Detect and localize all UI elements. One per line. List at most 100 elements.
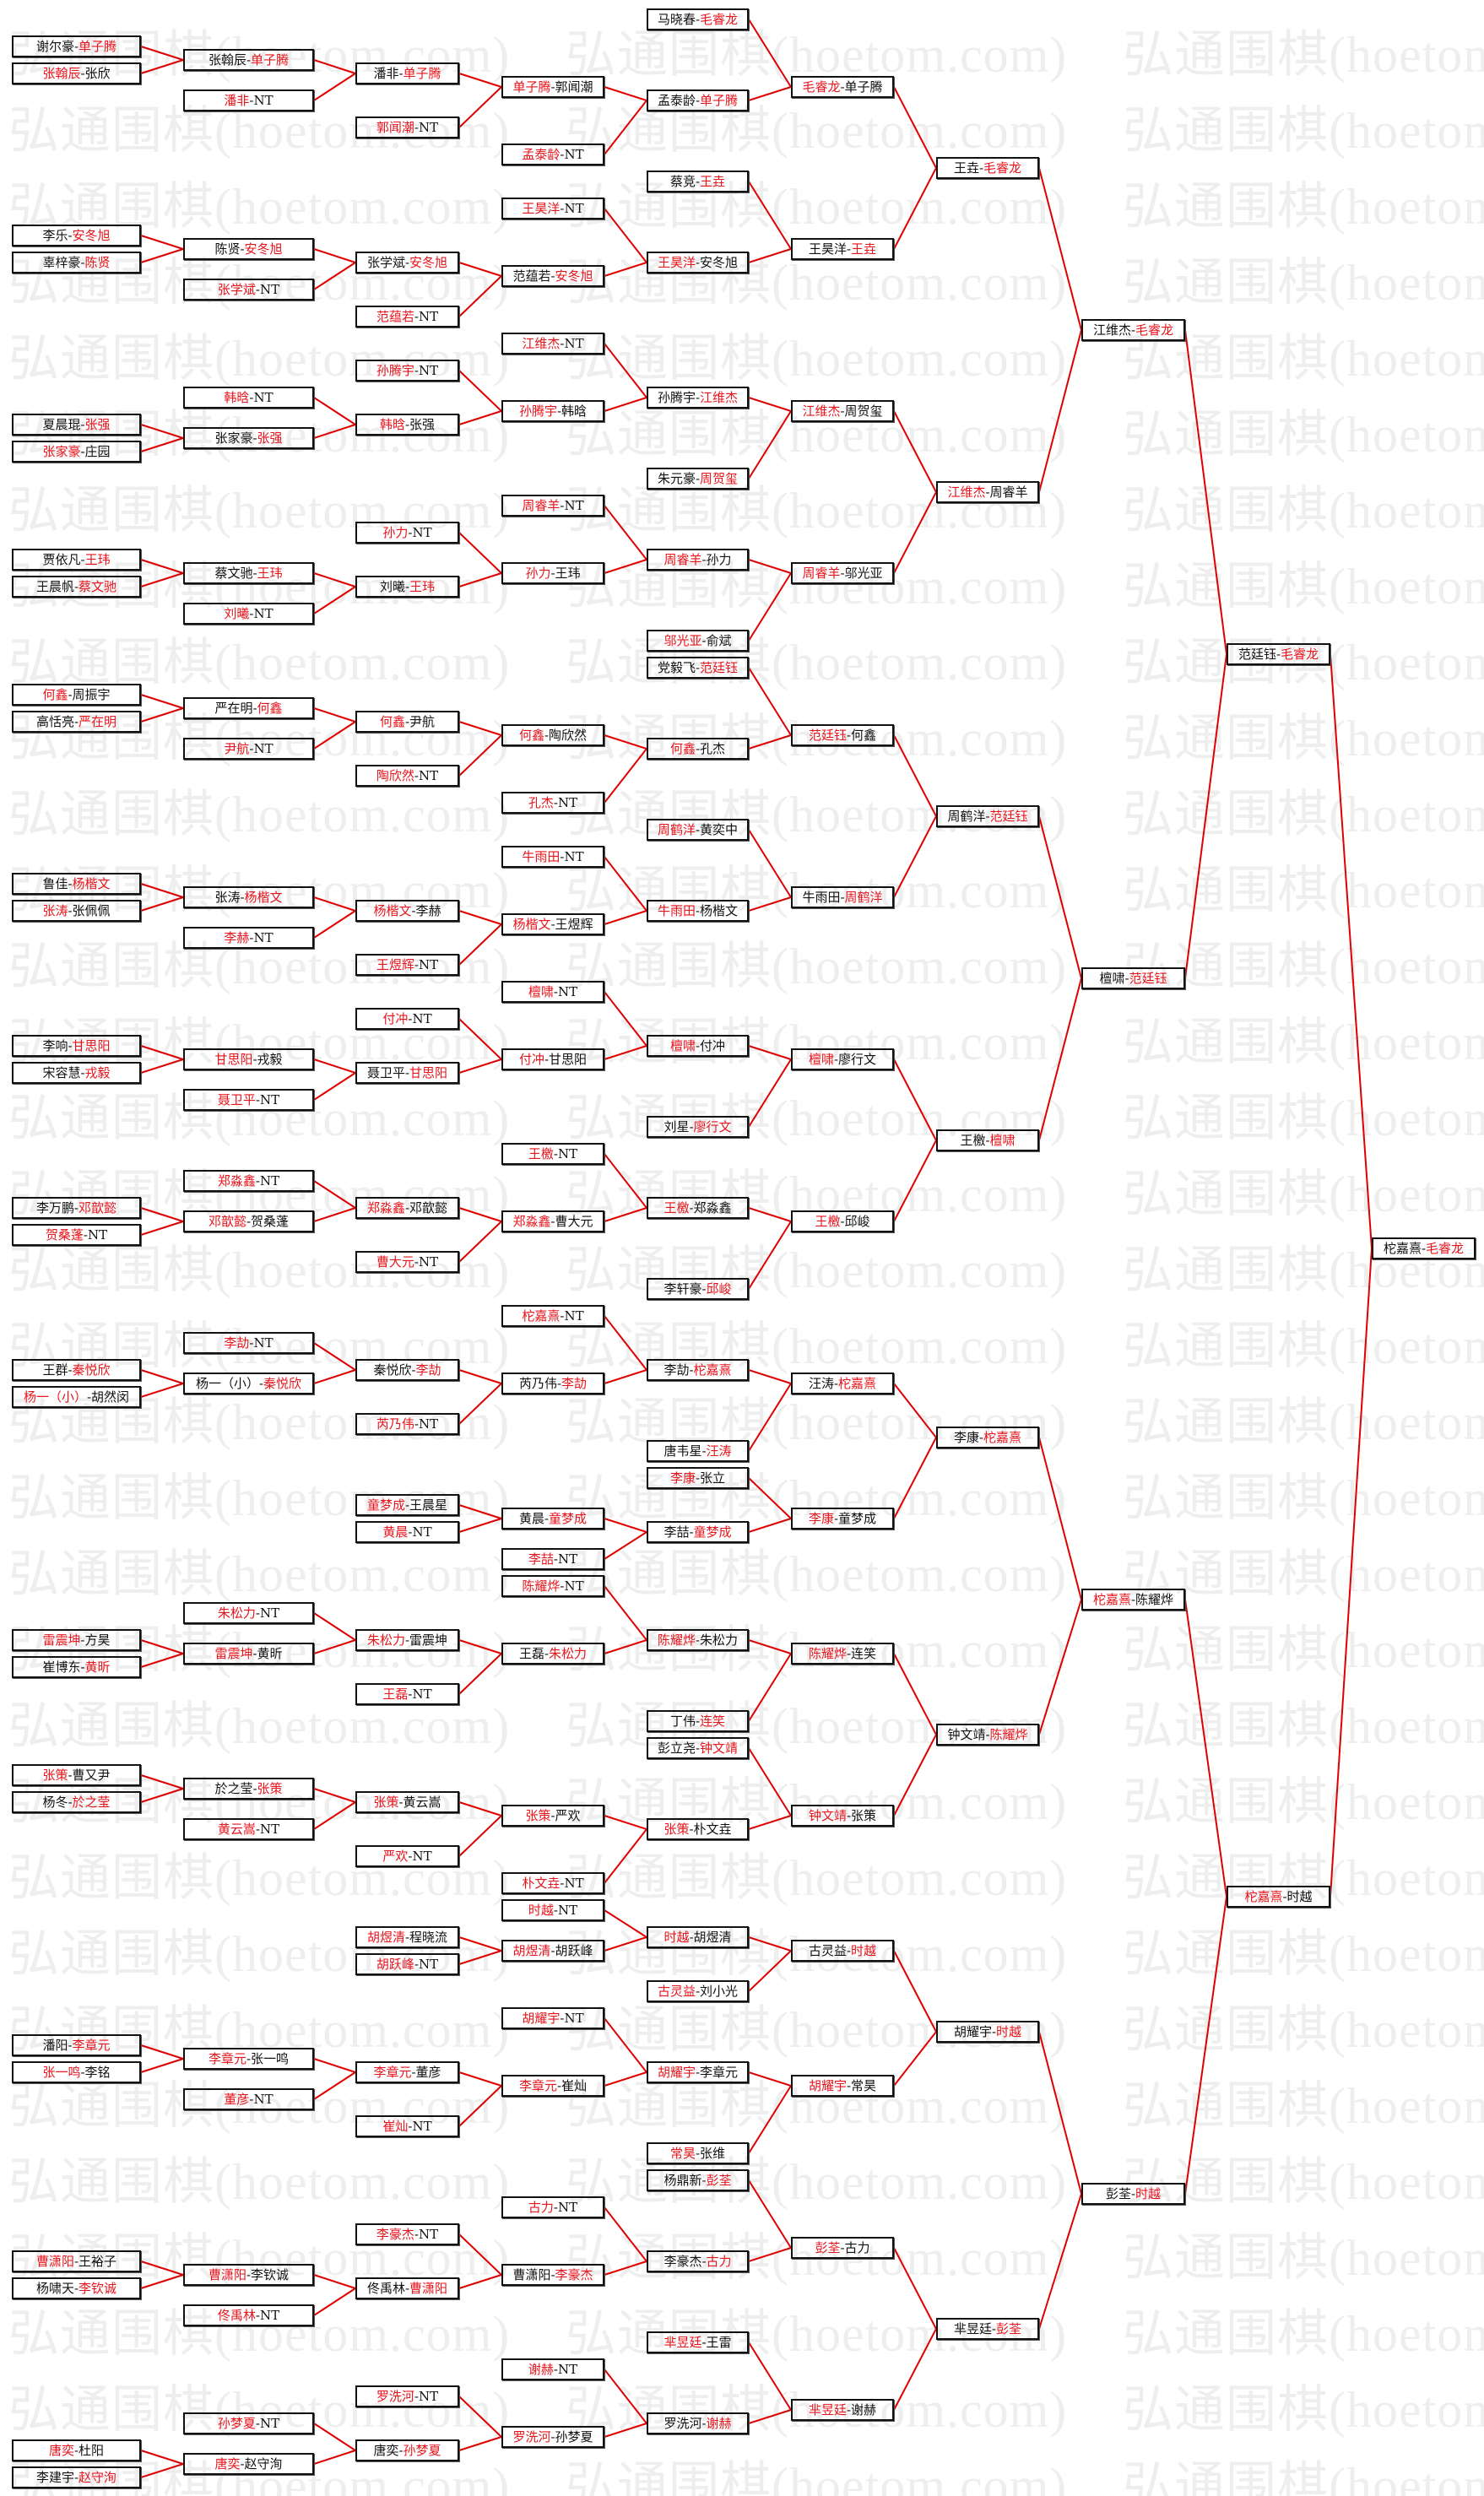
player-2-name: 陈耀烨 xyxy=(989,1727,1028,1742)
match-box: 曹潇阳-李钦诚 xyxy=(183,2264,314,2286)
match-box: 潘非-NT xyxy=(183,89,314,111)
match-box: 古灵益-时越 xyxy=(791,1940,894,1962)
player-2-name: 柁嘉熹 xyxy=(838,1376,877,1391)
player-1-name: 朴文垚 xyxy=(522,1876,561,1891)
player-2-name: 崔灿 xyxy=(561,2078,588,2093)
match-box: 张翰辰-单子腾 xyxy=(183,49,314,71)
player-1-name: 刘曦 xyxy=(379,579,405,594)
player-2-name: 单子腾 xyxy=(251,52,290,68)
match-box: 李劼-NT xyxy=(183,1332,314,1354)
match-box: 唐奕-孙梦夏 xyxy=(355,2439,459,2461)
player-1-name: 王群 xyxy=(42,1362,68,1378)
match-box: 孟泰龄-单子腾 xyxy=(647,89,749,111)
player-2-name: 张立 xyxy=(700,1470,726,1486)
match-box: 李喆-童梦成 xyxy=(647,1521,749,1543)
player-1-name: 潘非 xyxy=(373,66,399,81)
player-1-name: 胡耀宇 xyxy=(657,2065,696,2080)
name-separator: - xyxy=(991,2321,997,2336)
name-separator: - xyxy=(550,2429,555,2445)
player-1-name: 郑淼鑫 xyxy=(217,1173,256,1188)
match-box: 甘思阳-戎毅 xyxy=(183,1048,314,1070)
player-1-name: 杨一（小） xyxy=(23,1389,87,1405)
match-box: 杨一（小）-胡然闵 xyxy=(12,1386,141,1408)
match-box: 杨楷文-李赫 xyxy=(355,900,459,922)
match-box: 李乐-安冬旭 xyxy=(12,225,141,246)
name-separator: - xyxy=(833,1052,839,1067)
match-box: 何鑫-尹航 xyxy=(355,711,459,733)
player-2-name: NT xyxy=(557,1551,578,1567)
match-box: 孙力-王玮 xyxy=(501,562,604,584)
name-separator: - xyxy=(701,2173,707,2188)
player-2-name: 时越 xyxy=(1286,1889,1313,1904)
player-1-name: 柁嘉熹 xyxy=(522,1308,561,1324)
player-2-name: 李章元 xyxy=(700,2065,739,2080)
player-2-name: 李铭 xyxy=(84,2065,111,2080)
player-1-name: 钟文靖 xyxy=(808,1808,847,1823)
match-box: 曹大元-NT xyxy=(355,1251,459,1273)
name-separator: - xyxy=(701,2254,707,2269)
player-1-name: 党毅飞 xyxy=(657,660,696,675)
player-2-name: 秦悦欣 xyxy=(72,1362,111,1378)
player-1-name: 芮乃伟 xyxy=(376,1416,414,1432)
player-2-name: 童梦成 xyxy=(549,1511,588,1526)
match-box: 王磊-朱松力 xyxy=(501,1643,604,1665)
player-2-name: NT xyxy=(418,120,439,135)
player-1-name: 周鹤洋 xyxy=(947,809,986,824)
player-1-name: 张涛 xyxy=(42,903,68,918)
player-2-name: 安冬旭 xyxy=(555,268,593,284)
name-separator: - xyxy=(846,2078,852,2093)
match-box: 彭荃-古力 xyxy=(791,2237,894,2259)
player-1-name: 谢赫 xyxy=(528,2362,554,2377)
player-2-name: 朴文垚 xyxy=(693,1822,732,1837)
player-2-name: 毛睿龙 xyxy=(700,12,739,27)
name-separator: - xyxy=(68,1768,73,1783)
name-separator: - xyxy=(252,1052,257,1067)
match-box: 陈耀烨-朱松力 xyxy=(647,1629,749,1651)
player-2-name: 何鑫 xyxy=(851,728,877,743)
player-2-name: NT xyxy=(412,1524,432,1540)
player-2-name: 周贺玺 xyxy=(844,403,883,419)
player-1-name: 朱松力 xyxy=(217,1605,256,1621)
player-1-name: 朱元豪 xyxy=(657,471,696,486)
name-separator: - xyxy=(560,336,565,351)
name-separator: - xyxy=(252,430,257,446)
player-1-name: 孙力 xyxy=(525,566,551,581)
name-separator: - xyxy=(560,201,565,216)
player-1-name: 聂卫平 xyxy=(366,1065,405,1080)
player-2-name: NT xyxy=(259,1822,280,1837)
player-1-name: 孟泰龄 xyxy=(657,93,696,108)
player-2-name: 李章元 xyxy=(72,2038,111,2053)
name-separator: - xyxy=(249,930,254,945)
match-box: 何鑫-周振宇 xyxy=(12,684,141,706)
player-1-name: 曹潇阳 xyxy=(35,2254,74,2269)
name-separator: - xyxy=(404,579,410,594)
player-2-name: NT xyxy=(253,1335,274,1351)
match-box: 尹航-NT xyxy=(183,738,314,760)
match-box: 王磊-NT xyxy=(355,1683,459,1705)
player-2-name: NT xyxy=(412,2119,432,2134)
name-separator: - xyxy=(695,1741,701,1756)
player-1-name: 蔡文驰 xyxy=(214,566,253,581)
player-1-name: 张策 xyxy=(42,1768,68,1783)
match-box: 张涛-杨楷文 xyxy=(183,886,314,908)
name-separator: - xyxy=(414,309,419,324)
match-box: 陈耀烨-连笑 xyxy=(791,1643,894,1665)
player-2-name: 单子腾 xyxy=(403,66,441,81)
player-2-name: 杨楷文 xyxy=(72,876,111,891)
player-1-name: 李劼 xyxy=(224,1335,250,1351)
name-separator: - xyxy=(695,174,701,189)
player-2-name: NT xyxy=(564,1578,584,1594)
match-box: 钟文靖-陈耀烨 xyxy=(936,1724,1039,1746)
name-separator: - xyxy=(560,147,565,162)
name-separator: - xyxy=(252,566,257,581)
player-2-name: 王垚 xyxy=(700,174,726,189)
player-1-name: 郑淼鑫 xyxy=(512,1214,551,1229)
player-2-name: 张强 xyxy=(257,430,283,446)
name-separator: - xyxy=(695,1470,701,1486)
match-box: 韩晗-NT xyxy=(183,387,314,409)
player-2-name: 陈贤 xyxy=(84,255,111,270)
player-2-name: 胡然闵 xyxy=(91,1389,130,1405)
player-1-name: 童梦成 xyxy=(366,1497,405,1513)
match-box: 牛雨田-NT xyxy=(501,846,604,868)
player-1-name: 李豪杰 xyxy=(376,2227,414,2242)
